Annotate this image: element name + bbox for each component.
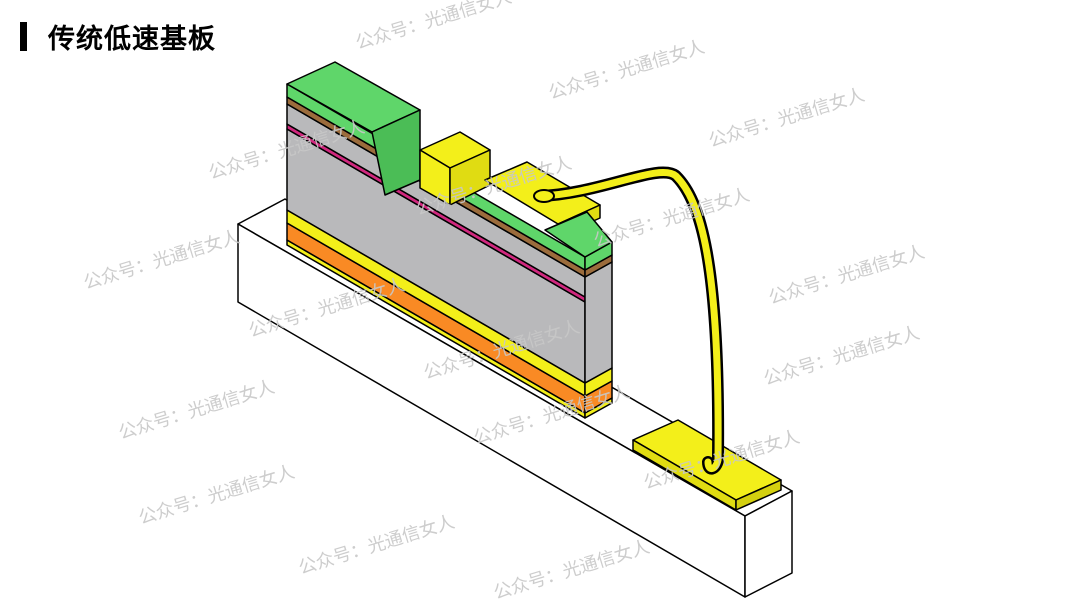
page-title: 传统低速基板 — [48, 24, 216, 55]
wire-bond-point-chip — [533, 189, 555, 203]
submount-side — [744, 490, 793, 598]
ridge-yellow-side — [449, 149, 491, 206]
top-green-front-pad — [544, 211, 613, 258]
submount-pad-side — [735, 479, 782, 511]
side-gray — [584, 261, 613, 384]
bond-wire — [534, 166, 725, 475]
title-accent-bar — [20, 22, 27, 51]
